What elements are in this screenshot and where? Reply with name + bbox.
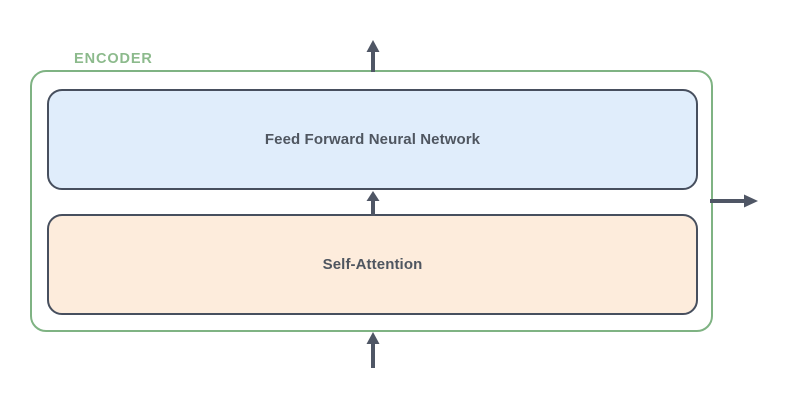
encoder-label: ENCODER (74, 51, 153, 67)
output-arrow-top-icon (360, 40, 386, 72)
encoder-output-arrow-right-icon (710, 189, 760, 213)
self-attention-label: Self-Attention (322, 256, 423, 273)
feed-forward-neural-network-box: Feed Forward Neural Network (47, 89, 698, 190)
self-attention-box: Self-Attention (47, 214, 698, 315)
input-arrow-bottom-icon (360, 330, 386, 368)
self-attention-to-feed-forward-arrow-icon (360, 190, 386, 216)
feed-forward-label: Feed Forward Neural Network (264, 131, 481, 148)
